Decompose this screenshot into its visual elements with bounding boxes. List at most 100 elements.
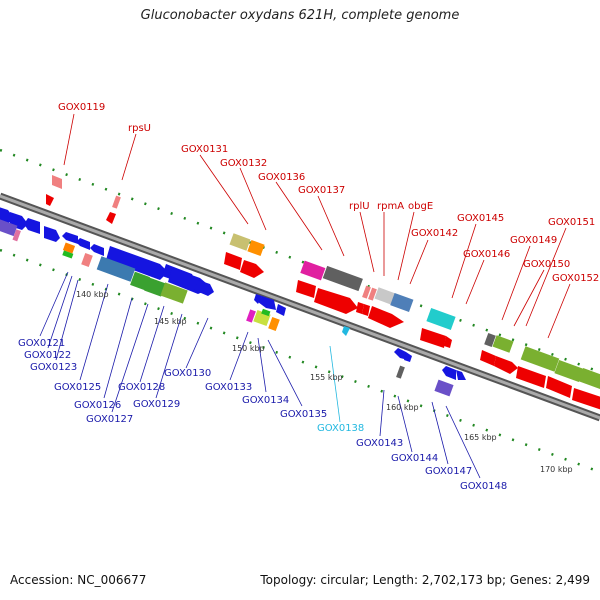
gene-label[interactable]: GOX0142 (411, 228, 458, 239)
gene-arrow[interactable] (258, 296, 276, 310)
gene-label[interactable]: GOX0147 (425, 466, 472, 477)
gene-block[interactable] (12, 229, 21, 242)
gene-arrow[interactable] (516, 366, 546, 388)
gene-features-cluster-7 (434, 366, 466, 397)
gene-arrow[interactable] (240, 260, 264, 278)
gene-label[interactable]: GOX0119 (58, 102, 105, 113)
rna-gene-label[interactable]: GOX0138 (317, 423, 364, 434)
gene-label[interactable]: GOX0129 (133, 399, 180, 410)
gene-label[interactable]: GOX0127 (86, 414, 133, 425)
gene-arrow[interactable] (404, 352, 412, 362)
gene-arrow[interactable] (90, 244, 104, 256)
gene-arrow[interactable] (296, 280, 316, 298)
gene-label[interactable]: GOX0131 (181, 144, 228, 155)
gene-arrow[interactable] (442, 366, 456, 380)
gene-block[interactable] (268, 316, 280, 332)
gene-block[interactable] (0, 218, 18, 237)
gene-label[interactable]: GOX0144 (391, 453, 438, 464)
gene-block[interactable] (96, 256, 136, 282)
gene-arrow[interactable] (456, 370, 466, 380)
gene-arrow[interactable] (572, 388, 600, 410)
gene-label[interactable]: rpsU (128, 123, 151, 134)
forward-gene-labels: GOX0119 rpsU GOX0131 GOX0132 GOX0136 GOX… (58, 102, 599, 284)
gene-block[interactable] (130, 271, 150, 291)
gene-label[interactable]: GOX0151 (548, 217, 595, 228)
kbp-tick-label: 140 kbp (76, 290, 109, 299)
gene-block[interactable] (492, 335, 514, 353)
gene-label[interactable]: GOX0136 (258, 172, 305, 183)
gene-arrow[interactable] (546, 376, 572, 398)
gene-block[interactable] (390, 292, 414, 312)
gene-label[interactable]: GOX0150 (523, 259, 570, 270)
gene-arrow[interactable] (106, 212, 116, 224)
gene-arrow[interactable] (106, 246, 168, 280)
gene-block[interactable] (368, 287, 377, 301)
gene-label[interactable]: GOX0128 (118, 382, 165, 393)
gene-block[interactable] (247, 239, 265, 257)
gene-arrow[interactable] (46, 194, 54, 206)
gene-block[interactable] (374, 287, 396, 305)
gene-label[interactable]: GOX0145 (457, 213, 504, 224)
gene-label[interactable]: GOX0126 (74, 400, 121, 411)
gene-arrow[interactable] (76, 238, 90, 250)
gene-arrow[interactable] (494, 356, 518, 374)
gene-arrow[interactable] (276, 304, 286, 316)
gene-block[interactable] (554, 359, 584, 383)
gene-label[interactable]: GOX0149 (510, 235, 557, 246)
gene-label[interactable]: GOX0152 (552, 273, 599, 284)
gene-label[interactable]: GOX0123 (30, 362, 77, 373)
gene-block[interactable] (434, 379, 454, 397)
gene-label[interactable]: rpmA (377, 201, 404, 212)
gene-arrow[interactable] (420, 328, 446, 348)
gene-arrow[interactable] (362, 304, 370, 316)
gene-block[interactable] (261, 308, 271, 317)
gene-features-left (0, 175, 121, 268)
gene-block[interactable] (246, 309, 256, 323)
gene-block[interactable] (362, 285, 371, 299)
gene-label[interactable]: GOX0130 (164, 368, 211, 379)
gene-arrow[interactable] (368, 306, 404, 328)
gene-label[interactable]: GOX0148 (460, 481, 507, 492)
gene-label[interactable]: GOX0125 (54, 382, 101, 393)
gene-arrow[interactable] (52, 175, 62, 189)
gene-arrow[interactable] (224, 252, 242, 270)
gene-arrow[interactable] (444, 336, 452, 348)
rna-feature[interactable] (342, 326, 350, 336)
accession-text: Accession: NC_006677 (10, 573, 147, 587)
gene-arrow[interactable] (44, 226, 60, 242)
gene-block[interactable] (484, 332, 496, 348)
gene-block[interactable] (81, 252, 93, 268)
gene-label[interactable]: GOX0133 (205, 382, 252, 393)
gene-block[interactable] (112, 195, 121, 209)
gene-arrow[interactable] (62, 232, 78, 244)
gene-block[interactable] (396, 365, 405, 379)
gene-label[interactable]: GOX0121 (18, 338, 65, 349)
gene-arrow[interactable] (194, 280, 214, 296)
gene-block[interactable] (62, 242, 76, 254)
gene-label[interactable]: GOX0122 (24, 350, 71, 361)
gene-block[interactable] (300, 260, 326, 281)
gene-label[interactable]: GOX0143 (356, 438, 403, 449)
gene-block[interactable] (229, 233, 251, 251)
gene-label[interactable]: rplU (349, 201, 370, 212)
gene-block[interactable] (322, 265, 363, 292)
gene-block[interactable] (160, 282, 188, 304)
gene-block[interactable] (144, 277, 166, 297)
gene-block[interactable] (62, 250, 74, 259)
gene-label[interactable]: GOX0134 (242, 395, 289, 406)
gene-label[interactable]: GOX0146 (463, 249, 510, 260)
gene-arrow[interactable] (480, 350, 496, 366)
gene-block[interactable] (520, 346, 560, 372)
gene-features-cluster-8 (480, 332, 600, 410)
gene-label[interactable]: GOX0137 (298, 185, 345, 196)
gene-label[interactable]: obgE (408, 201, 433, 212)
gene-arrow[interactable] (356, 302, 364, 314)
gene-arrow[interactable] (314, 288, 358, 314)
gene-label[interactable]: GOX0132 (220, 158, 267, 169)
gene-block[interactable] (426, 307, 456, 331)
gene-arrow[interactable] (254, 294, 262, 304)
gene-label[interactable]: GOX0135 (280, 409, 327, 420)
gene-arrow[interactable] (24, 218, 40, 234)
gene-block[interactable] (578, 367, 600, 391)
gene-arrow[interactable] (394, 348, 408, 360)
